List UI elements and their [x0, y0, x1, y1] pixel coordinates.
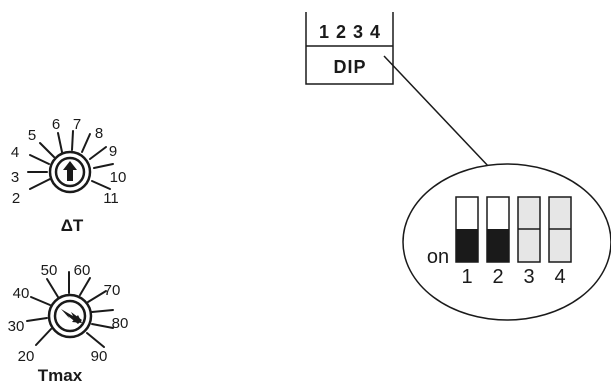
dial-delta-t-scale-4: 4 [11, 144, 19, 161]
dial-delta-t-label: ΔT [61, 216, 84, 235]
dial-delta-t-scale-5: 5 [28, 127, 36, 144]
dip-switch-1-lever [456, 229, 478, 262]
dial-delta-t-scale-9: 9 [109, 143, 117, 160]
dial-delta-t-ticks [27, 130, 114, 190]
dip-switch-block[interactable]: 1 2 3 4 DIP [305, 12, 394, 85]
dial-delta-t-scale-2: 2 [12, 190, 20, 207]
dip-switch-2-number: 2 [492, 266, 503, 288]
dial-tmax[interactable]: 20 30 40 50 60 70 80 90 Tmax [8, 262, 129, 385]
dip-block-outline [305, 12, 394, 85]
dial-tmax-scale-50: 50 [41, 262, 58, 279]
dial-tmax-scale-80: 80 [112, 315, 129, 332]
dial-delta-t-scale-10: 10 [110, 169, 127, 186]
dial-delta-t-pointer-icon [63, 161, 77, 181]
dial-tmax-ticks [26, 271, 114, 348]
dial-delta-t[interactable]: 2 3 4 5 6 7 8 9 10 11 ΔT [11, 116, 127, 235]
dial-tmax-scale: 20 30 40 50 60 70 80 90 [8, 262, 129, 365]
dial-delta-t-scale-3: 3 [11, 169, 19, 186]
dip-switch-4-number: 4 [554, 266, 565, 288]
dial-delta-t-scale-7: 7 [73, 116, 81, 133]
dial-tmax-scale-40: 40 [13, 285, 30, 302]
dial-tmax-scale-30: 30 [8, 318, 25, 335]
dial-tmax-scale-90: 90 [91, 348, 108, 365]
dip-switch-2-lever [487, 229, 509, 262]
dip-switch-1[interactable]: 1 [455, 196, 479, 288]
dial-tmax-scale-70: 70 [104, 282, 121, 299]
dial-delta-t-scale-8: 8 [95, 125, 103, 142]
dip-switch-2[interactable]: 2 [486, 196, 510, 288]
dip-switch-3-number: 3 [523, 266, 534, 288]
dip-zoom-on-label: on [427, 246, 449, 268]
dial-tmax-pointer-icon [61, 309, 82, 324]
dip-block-label: DIP [333, 57, 366, 77]
dip-zoom-detail: on 1 2 3 4 [402, 163, 611, 321]
dip-switch-1-number: 1 [461, 266, 472, 288]
dial-delta-t-scale-6: 6 [52, 116, 60, 133]
dial-delta-t-scale: 2 3 4 5 6 7 8 9 10 11 [11, 116, 127, 207]
dial-tmax-label: Tmax [38, 366, 83, 385]
dip-switch-4[interactable]: 4 [548, 196, 572, 288]
dial-delta-t-scale-11: 11 [103, 190, 119, 207]
dip-leader-line [383, 55, 491, 169]
dip-block-numbers: 1 2 3 4 [319, 22, 381, 42]
dip-switch-3[interactable]: 3 [517, 196, 541, 288]
dial-tmax-scale-20: 20 [18, 348, 35, 365]
dial-tmax-scale-60: 60 [74, 262, 91, 279]
